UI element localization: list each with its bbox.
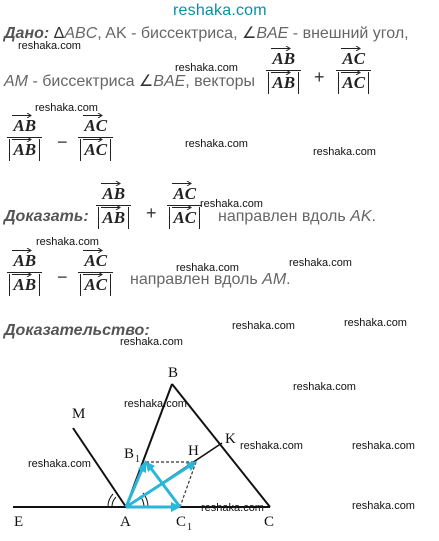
- vector-ab: AB: [13, 116, 37, 135]
- fraction-ac-unit: AC AC: [167, 181, 203, 229]
- label-b1-sub: 1: [135, 454, 140, 465]
- fraction-ab-unit: AB AB: [7, 113, 43, 161]
- triangle-name: ABC: [64, 25, 98, 42]
- minus-sign: −: [57, 132, 68, 152]
- given-text-vectors: , векторы: [185, 73, 256, 90]
- watermark: reshaka.com: [293, 381, 356, 393]
- angle-name: BAE: [256, 25, 289, 42]
- minus-sign: −: [57, 267, 68, 287]
- vector-ac: AC: [173, 184, 197, 203]
- am-name: AM: [4, 73, 28, 90]
- given-text-bisector: - биссектриса: [28, 73, 135, 90]
- dashed-hc1: [179, 461, 197, 508]
- watermark: reshaka.com: [232, 320, 295, 332]
- ak-name: AK: [350, 208, 372, 225]
- fraction-ab-unit: AB AB: [266, 46, 302, 94]
- arrowhead: [186, 461, 197, 471]
- given-line-2: AM - биссектриса ∠BAE, векторы: [4, 71, 255, 91]
- label-c1: C: [176, 514, 186, 530]
- watermark: reshaka.com: [352, 500, 415, 512]
- watermark: reshaka.com: [344, 317, 407, 329]
- given-line-1: Дано: ΔABC, AK - биссектриса, ∠BAE - вне…: [4, 23, 409, 43]
- angle-arc: [107, 493, 114, 508]
- angle-symbol: ∠: [138, 73, 154, 90]
- prove-direction-am: направлен вдоль AM.: [130, 271, 291, 288]
- ray-am: [72, 427, 127, 508]
- given-text-ak: , AK - биссектриса,: [97, 25, 238, 42]
- vector-ac: AC: [342, 73, 366, 92]
- plus-sign: +: [314, 67, 325, 87]
- watermark: reshaka.com: [185, 138, 248, 150]
- triangle-symbol: Δ: [53, 25, 65, 42]
- watermark: reshaka.com: [200, 198, 263, 210]
- watermark: reshaka.com: [352, 440, 415, 452]
- arrowhead: [171, 502, 181, 512]
- watermark: reshaka.com: [289, 257, 352, 269]
- label-c1-sub: 1: [187, 522, 192, 533]
- label-b1: B: [124, 446, 134, 462]
- vector-ac: AC: [84, 251, 108, 270]
- proof-label: Доказательство:: [4, 322, 150, 339]
- label-b: B: [168, 365, 178, 381]
- vector-ac: AC: [84, 140, 108, 159]
- angle-name: BAE: [153, 73, 186, 90]
- vector-ah: [125, 463, 192, 509]
- vector-ab: AB: [13, 275, 37, 294]
- watermark: reshaka.com: [124, 398, 187, 410]
- prove-direction-ak: направлен вдоль AK.: [218, 208, 376, 225]
- plus-sign: +: [146, 203, 157, 223]
- am-name: AM: [262, 271, 287, 288]
- vector-ac: AC: [84, 275, 108, 294]
- arrowhead: [145, 461, 155, 472]
- fraction-ac-unit: AC AC: [78, 248, 114, 296]
- watermark: reshaka.com: [36, 236, 99, 248]
- label-m: M: [72, 406, 85, 422]
- angle-arc: [111, 496, 117, 508]
- fraction-ab-unit: AB AB: [96, 181, 132, 229]
- side-bc: [171, 383, 271, 508]
- fraction-ac-unit: AC AC: [78, 113, 114, 161]
- prove-label: Доказать:: [4, 208, 89, 225]
- vector-ab: AB: [13, 251, 37, 270]
- vector-ab: AB: [272, 49, 296, 68]
- fraction-ab-unit: AB AB: [7, 248, 43, 296]
- watermark: reshaka.com: [120, 336, 183, 348]
- watermark-title: reshaka.com: [173, 2, 267, 19]
- vector-ab: AB: [102, 184, 126, 203]
- vector-ab: AB: [13, 140, 37, 159]
- prove-text: направлен вдоль: [218, 208, 346, 225]
- watermark: reshaka.com: [28, 458, 91, 470]
- fraction-ac-unit: AC AC: [336, 46, 372, 94]
- prove-text: направлен вдоль: [130, 271, 258, 288]
- label-h: H: [188, 443, 199, 459]
- label-k: K: [225, 431, 236, 447]
- vector-ac: AC: [342, 49, 366, 68]
- vector-ab: AB: [102, 208, 126, 227]
- watermark: reshaka.com: [240, 440, 303, 452]
- vector-c1b1: [148, 466, 182, 508]
- watermark: reshaka.com: [18, 40, 81, 52]
- vector-ac: AC: [173, 208, 197, 227]
- vector-ab: AB: [272, 73, 296, 92]
- vector-ac: AC: [84, 116, 108, 135]
- label-a: A: [120, 514, 131, 530]
- label-e: E: [14, 514, 23, 530]
- given-text-external: - внешний угол,: [288, 25, 409, 42]
- watermark: reshaka.com: [175, 62, 238, 74]
- label-c: C: [264, 514, 274, 530]
- arrowhead: [138, 460, 146, 473]
- watermark: reshaka.com: [35, 102, 98, 114]
- watermark: reshaka.com: [176, 262, 239, 274]
- angle-symbol: ∠: [241, 25, 257, 42]
- watermark: reshaka.com: [313, 146, 376, 158]
- vector-ab1: [124, 466, 145, 508]
- given-label: Дано:: [4, 25, 50, 42]
